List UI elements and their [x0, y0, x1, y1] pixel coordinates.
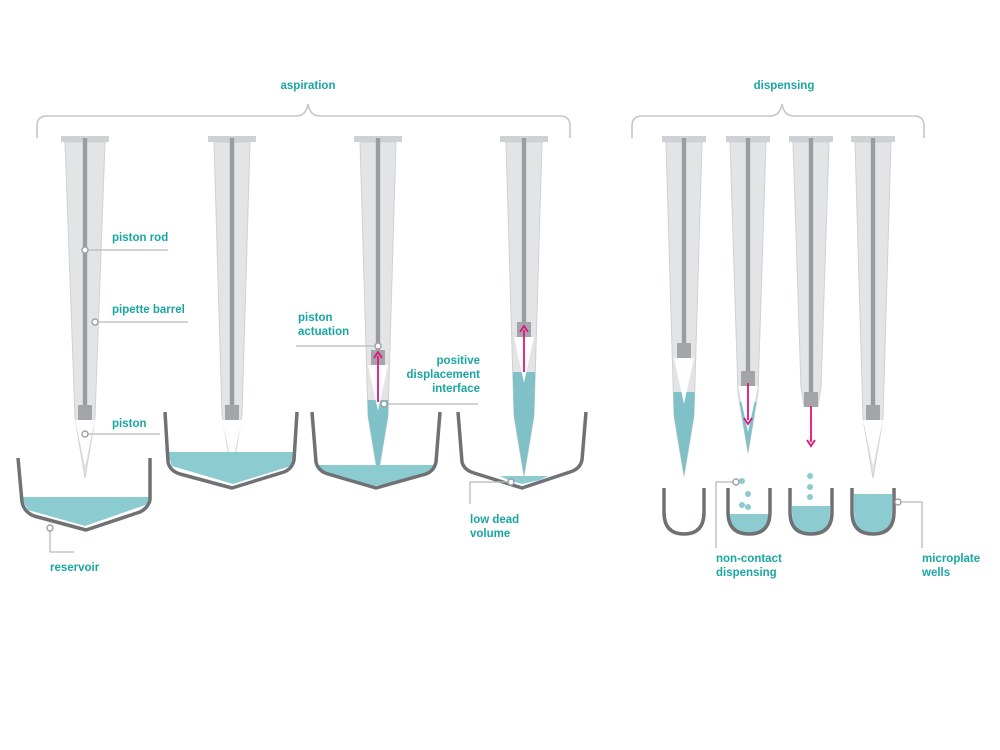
reservoir-vessel [16, 457, 152, 532]
well-4-liquid [854, 494, 892, 534]
displacement-cone [863, 420, 883, 466]
leader-lines [49, 249, 923, 553]
pipette-2 [208, 136, 256, 476]
label-piston-rod: piston rod [112, 232, 168, 244]
droplet [745, 491, 751, 497]
label-microplate-line2: wells [921, 567, 950, 579]
piston-rod [745, 138, 751, 371]
label-pipette-barrel: pipette barrel [112, 304, 185, 316]
label-pdi-line1: positive [437, 355, 480, 367]
label-piston: piston [112, 418, 147, 430]
displacement-cone [75, 420, 95, 466]
piston-head [677, 343, 691, 358]
leader-dot [380, 400, 388, 408]
well-2-vessel [726, 488, 772, 536]
piston-rod [82, 138, 88, 405]
well-3-vessel [788, 488, 834, 536]
piston-rod [521, 138, 527, 322]
piston-rod [808, 138, 814, 392]
reservoir-4-vessel [456, 411, 588, 490]
droplet [745, 504, 751, 510]
dispensing-heading: dispensing [754, 80, 815, 92]
piston-head [741, 371, 755, 386]
piston-head [804, 392, 818, 407]
displacement-cone [222, 420, 242, 466]
pipette-4 [500, 136, 548, 477]
leader-dot [732, 478, 740, 486]
label-reservoir: reservoir [50, 562, 100, 574]
leader-non-contact [715, 481, 736, 548]
leader-reservoir [49, 528, 74, 553]
leader-dot [507, 478, 515, 486]
piston-head [78, 405, 92, 420]
leader-microplate [898, 501, 923, 548]
leader-dot [91, 318, 99, 326]
pipette-6 [726, 136, 770, 454]
reservoir-2-vessel [163, 411, 299, 490]
pipette-3 [354, 136, 402, 477]
label-non-contact-line2: dispensing [716, 567, 777, 579]
well-3-liquid [792, 506, 830, 534]
reservoir-3-liquid [318, 465, 434, 486]
piston-rod [375, 138, 381, 350]
label-piston-actuation-line2: actuation [298, 326, 349, 338]
label-pdi-line2: displacement [407, 369, 481, 381]
piston-head [225, 405, 239, 420]
droplets [739, 473, 813, 510]
displacement-cone [674, 358, 694, 404]
reservoir-4-liquid [500, 476, 548, 484]
leader-dot [81, 246, 89, 254]
motion-arrowhead [743, 417, 753, 426]
leader-dot [894, 498, 902, 506]
droplet [807, 473, 813, 479]
leader-dot [374, 342, 382, 350]
tip-liquid [512, 372, 536, 476]
droplet [807, 484, 813, 490]
leader-dot [46, 524, 54, 532]
reservoir-liquid [21, 497, 152, 526]
label-low-dead-volume-line2: volume [470, 528, 510, 540]
pipettes [61, 136, 895, 479]
leader-dot [81, 430, 89, 438]
leader-dots [46, 246, 902, 532]
motion-arrowhead [373, 350, 383, 359]
pipette-1 [61, 136, 109, 479]
callout-labels: piston rod pipette barrel piston reservo… [50, 232, 980, 579]
droplet [739, 478, 745, 484]
label-microplate-line1: microplate [922, 553, 980, 565]
aspiration-heading: aspiration [281, 80, 336, 92]
droplet [807, 494, 813, 500]
pipette-5 [662, 136, 706, 477]
label-non-contact-line1: non-contact [716, 553, 782, 565]
pipette-7 [789, 136, 833, 449]
piston-head [517, 322, 531, 337]
tip-liquid [367, 400, 389, 476]
aspiration-bracket [36, 103, 571, 138]
reservoir-3-vessel [310, 411, 442, 490]
droplet [739, 502, 745, 508]
well-4-vessel [850, 488, 896, 536]
tip-liquid [673, 392, 695, 476]
leader-low-dead-volume [469, 481, 511, 504]
well-2-liquid [730, 514, 770, 534]
dispensing-bracket [631, 103, 925, 138]
reservoir-2-liquid [167, 452, 296, 484]
label-low-dead-volume-line1: low dead [470, 514, 519, 526]
label-piston-actuation-line1: piston [298, 312, 333, 324]
motion-arrowhead [806, 439, 816, 448]
pipette-8 [851, 136, 895, 479]
well-1-vessel [662, 488, 706, 536]
motion-arrowhead [519, 324, 529, 333]
label-pdi-line3: interface [432, 383, 480, 395]
piston-rod [870, 138, 876, 405]
piston-rod [229, 138, 235, 405]
vessels [16, 411, 896, 536]
piston-head [866, 405, 880, 420]
piston-rod [681, 138, 687, 343]
